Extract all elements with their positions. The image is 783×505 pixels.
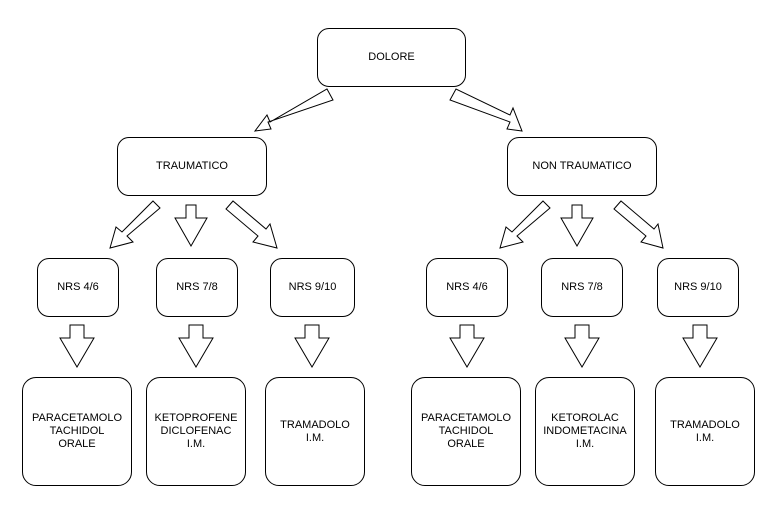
- hollow-arrow-icon: [682, 324, 718, 368]
- hollow-arrow-icon: [59, 324, 95, 368]
- treatment-node: KETOPROFENE DICLOFENAC I.M.: [146, 377, 246, 486]
- level-node: NRS 9/10: [270, 258, 355, 317]
- hollow-arrow-icon: [449, 88, 523, 132]
- hollow-arrow-icon: [564, 324, 600, 368]
- branch-node-traumatico: TRAUMATICO: [117, 137, 267, 196]
- hollow-arrow-icon: [253, 88, 334, 132]
- hollow-arrow-icon: [499, 200, 551, 249]
- hollow-arrow-icon: [294, 324, 330, 368]
- hollow-arrow-icon: [109, 200, 161, 249]
- hollow-arrow-icon: [560, 204, 594, 248]
- treatment-node: TRAMADOLO I.M.: [655, 377, 755, 486]
- treatment-node: PARACETAMOLO TACHIDOL ORALE: [22, 377, 132, 486]
- treatment-node: PARACETAMOLO TACHIDOL ORALE: [411, 377, 521, 486]
- hollow-arrow-icon: [178, 324, 214, 368]
- level-node: NRS 4/6: [426, 258, 508, 317]
- hollow-arrow-icon: [225, 200, 278, 249]
- treatment-node: KETOROLAC INDOMETACINA I.M.: [535, 377, 635, 486]
- treatment-node: TRAMADOLO I.M.: [265, 377, 365, 486]
- level-node: NRS 7/8: [156, 258, 238, 317]
- branch-node-non-traumatico: NON TRAUMATICO: [507, 137, 657, 196]
- root-node: DOLORE: [317, 28, 466, 87]
- hollow-arrow-icon: [174, 204, 208, 248]
- hollow-arrow-icon: [449, 324, 485, 368]
- level-node: NRS 7/8: [541, 258, 623, 317]
- level-node: NRS 4/6: [37, 258, 119, 317]
- hollow-arrow-icon: [613, 200, 664, 249]
- level-node: NRS 9/10: [657, 258, 739, 317]
